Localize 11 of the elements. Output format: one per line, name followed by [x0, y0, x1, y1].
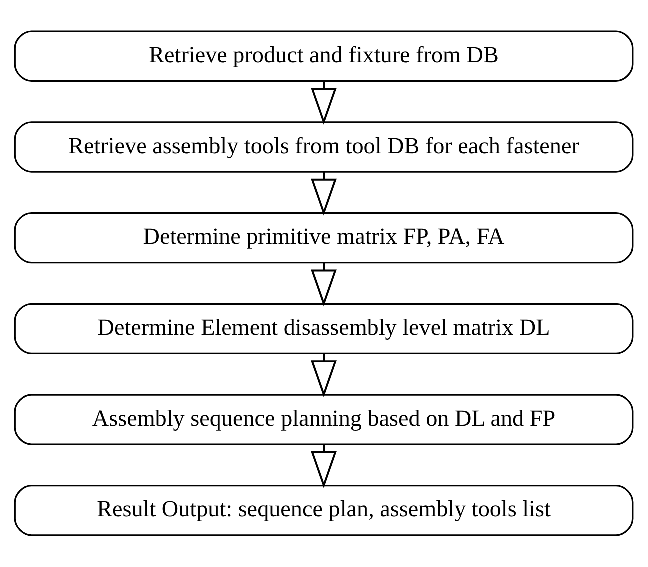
node-box: Retrieve assembly tools from tool DB for each fastener — [14, 122, 634, 173]
arrow — [311, 172, 337, 216]
arrow — [311, 444, 337, 488]
arrow — [311, 82, 337, 126]
arrow — [311, 354, 337, 398]
node-box: Assembly sequence planning based on DL and FP — [14, 394, 634, 446]
node-box: Determine Element disassembly level matrix DL — [14, 303, 634, 355]
arrow — [311, 263, 337, 307]
node-box: Determine primitive matrix FP, PA, FA — [14, 212, 634, 264]
node-box: Result Output: sequence plan, assembly tools list — [14, 485, 634, 536]
node-box: Retrieve product and fixture from DB — [14, 30, 634, 82]
